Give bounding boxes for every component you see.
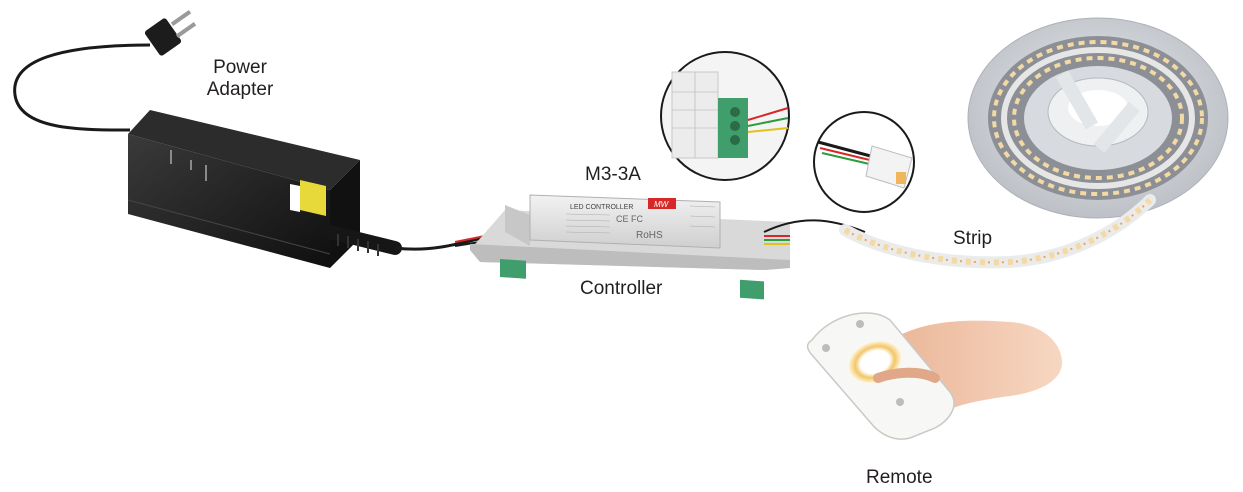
remote-button: [856, 320, 864, 328]
dc-cable: [323, 225, 506, 256]
power-plug: [144, 10, 197, 56]
remote-button: [822, 344, 830, 352]
controller-face-title: LED CONTROLLER: [570, 204, 633, 211]
output-wires: [763, 219, 866, 245]
power-adapter-label: Power Adapter: [190, 57, 290, 101]
strip-label: Strip: [953, 228, 993, 249]
strip-zoom-circle: [813, 111, 915, 213]
controller-certs: CE FC: [616, 214, 644, 224]
brand-logo: MW: [654, 200, 670, 209]
controller-label: Controller: [580, 278, 663, 299]
remote-button: [896, 398, 904, 406]
power-adapter-label-line2: Adapter: [206, 79, 274, 100]
led-strip-reel: [967, 17, 1229, 219]
power-adapter: [127, 110, 360, 268]
remote-and-hand: [806, 312, 1063, 440]
terminal-zoom-circle: [660, 51, 790, 181]
power-adapter-label-line1: Power: [213, 57, 267, 78]
adapter-label-yellow: [290, 180, 326, 216]
controller-model-label: M3-3A: [585, 164, 641, 185]
ac-cord: [13, 43, 151, 132]
remote-label: Remote: [866, 467, 933, 488]
controller-rohs: RoHS: [636, 230, 663, 241]
led-strip: [839, 194, 1156, 269]
controller-device: LED CONTROLLER MW CE FC RoHS: [470, 194, 790, 300]
